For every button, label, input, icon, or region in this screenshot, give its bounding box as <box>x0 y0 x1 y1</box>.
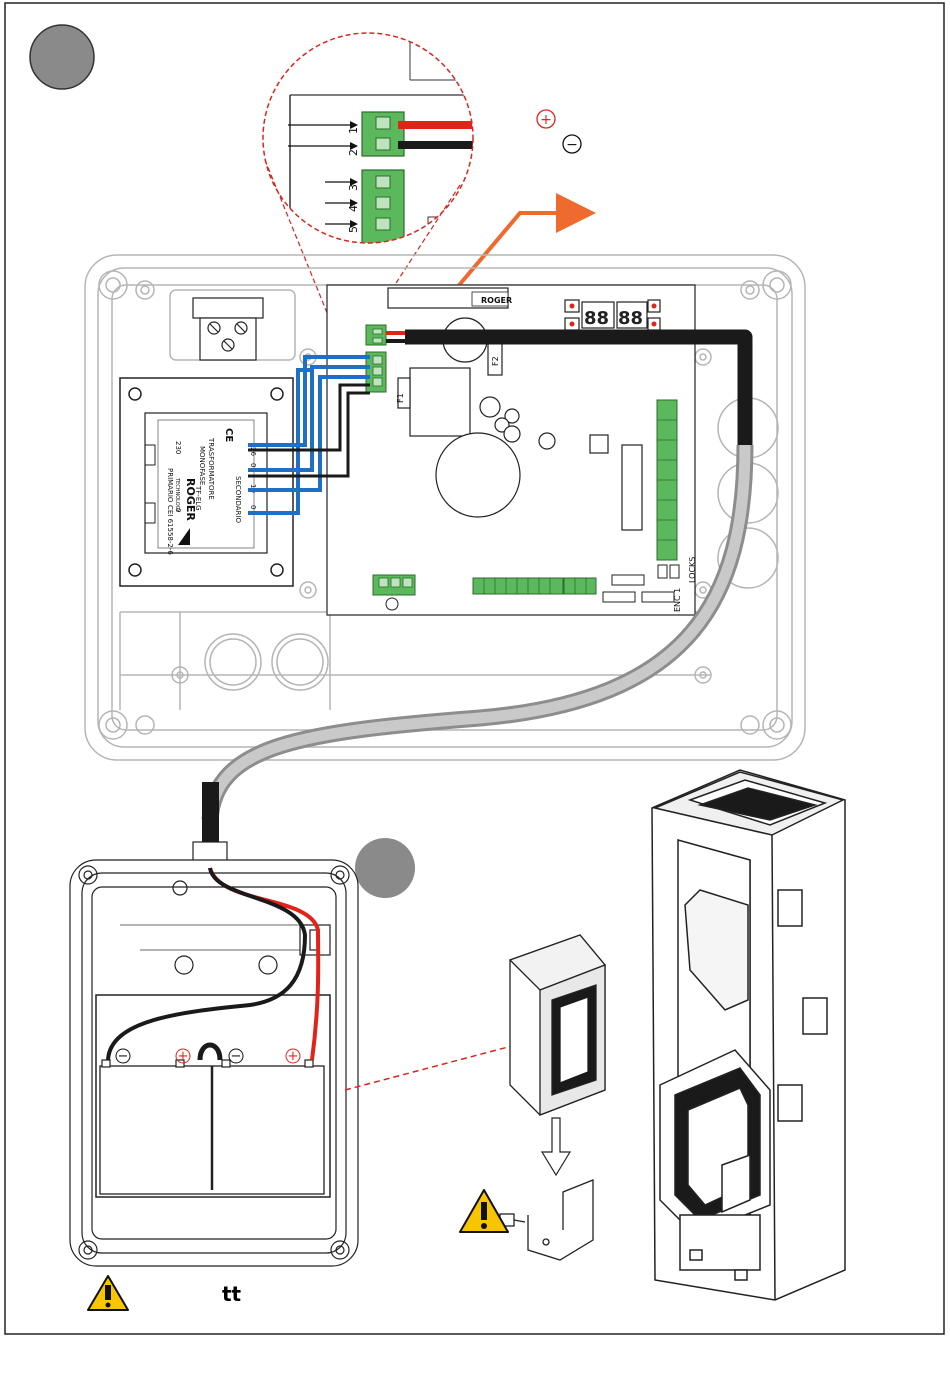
gate-column <box>652 770 845 1300</box>
secondary-value: 26 <box>249 447 257 456</box>
transformer-primary-label: PRIMARIO <box>166 468 174 503</box>
transformer-title: TRASFORMATORE <box>207 437 215 500</box>
battery-mark: + <box>178 1049 189 1064</box>
arrow-icon <box>542 1118 570 1175</box>
footer-note: tt <box>222 1282 241 1306</box>
battery-mark: − <box>118 1049 129 1064</box>
fuse-label: F2 <box>491 356 500 366</box>
battery-box-detail <box>500 935 605 1260</box>
terminal-number: 2 <box>347 149 360 156</box>
terminal-number: 3 <box>347 184 360 191</box>
transformer: TRASFORMATORE MONOFASE ROGER TECHNOLOGY … <box>120 378 293 586</box>
terminal-zoom-inset: 1 2 3 4 5 <box>263 33 480 320</box>
terminal-number: 1 <box>347 127 360 134</box>
warning-icon <box>88 1276 128 1310</box>
secondary-value: 0 <box>249 505 257 509</box>
battery-mark: + <box>288 1049 299 1064</box>
ce-mark: CE <box>223 428 234 442</box>
minus-icon: − <box>563 135 581 153</box>
transformer-standard: CEI 61558-2-6 <box>166 505 174 555</box>
warning-icon <box>460 1190 508 1232</box>
arrow-icon <box>455 213 580 290</box>
connector-label: LOCKS <box>688 557 697 583</box>
fuse-label: F1 <box>396 393 405 403</box>
battery-mark: − <box>231 1049 242 1064</box>
svg-text:−: − <box>566 137 578 153</box>
plus-icon: + <box>537 110 555 128</box>
display-digits: 88 <box>618 308 643 329</box>
transformer-secondary-label: SECONDARIO <box>234 476 242 523</box>
transformer-title: MONOFASE <box>198 446 206 485</box>
secondary-value: 0 <box>249 463 257 467</box>
terminal-number: 4 <box>347 205 360 212</box>
svg-text:+: + <box>540 112 552 128</box>
transformer-model: TF-ELG <box>194 485 202 511</box>
step-badge-icon <box>355 838 415 898</box>
mains-terminal-block <box>193 298 263 360</box>
board-brand: ROGER <box>481 296 512 305</box>
step-badge-icon <box>30 25 94 89</box>
display-digits: 88 <box>584 308 609 329</box>
primary-value: 230 <box>174 441 182 454</box>
terminal-number: 5 <box>347 226 360 233</box>
primary-value: 0 <box>174 508 182 512</box>
